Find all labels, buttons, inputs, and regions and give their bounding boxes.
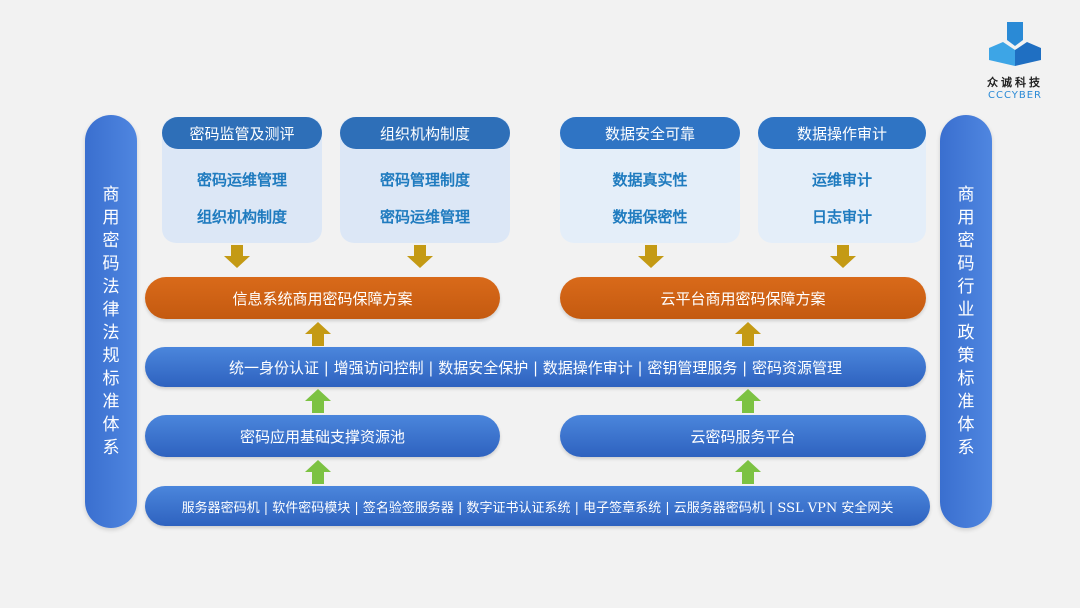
card-title: 数据安全可靠 (560, 117, 740, 149)
right-pillar-industry-standards: 商用密码行业政策标准体系 (940, 115, 992, 528)
cloud-crypto-platform: 云密码服务平台 (560, 415, 926, 457)
arrow-down-icon (638, 245, 664, 269)
card-crypto-supervision: 密码监管及测评 密码运维管理 组织机构制度 (162, 117, 322, 243)
card-item: 运维审计 (811, 171, 872, 189)
pillar-char: 体 (102, 414, 120, 435)
card-item: 密码运维管理 (196, 171, 287, 189)
pillar-char: 标 (102, 368, 120, 389)
arrow-up-icon (305, 389, 331, 413)
company-logo: 众诚科技 CCCYBER (972, 18, 1058, 104)
pillar-char: 商 (957, 184, 975, 205)
pillar-char: 法 (102, 276, 120, 297)
arrow-down-icon (407, 245, 433, 269)
card-title: 密码监管及测评 (162, 117, 322, 149)
arrow-up-icon (735, 322, 761, 346)
card-data-security: 数据安全可靠 数据真实性 数据保密性 (560, 117, 740, 243)
pillar-char: 法 (102, 322, 120, 343)
pillar-char: 标 (957, 368, 975, 389)
pillar-char: 体 (957, 414, 975, 435)
arrow-up-icon (305, 322, 331, 346)
pillar-char: 准 (957, 391, 975, 412)
card-title: 组织机构制度 (340, 117, 510, 149)
card-item: 日志审计 (811, 208, 872, 226)
logo-icon (989, 22, 1041, 66)
card-item: 数据真实性 (612, 171, 688, 189)
pillar-char: 策 (957, 345, 975, 366)
arrow-up-icon (305, 460, 331, 484)
left-pillar-law-standards: 商用密码法律法规标准体系 (85, 115, 137, 528)
card-item: 密码管理制度 (379, 171, 470, 189)
arrow-up-icon (735, 389, 761, 413)
arrow-down-icon (830, 245, 856, 269)
arrow-down-icon (224, 245, 250, 269)
cloud-platform-solution: 云平台商用密码保障方案 (560, 277, 926, 319)
pillar-char: 商 (102, 184, 120, 205)
pillar-char: 律 (102, 299, 120, 320)
logo-name-cn: 众诚科技 (987, 76, 1043, 89)
card-organization: 组织机构制度 密码管理制度 密码运维管理 (340, 117, 510, 243)
pillar-char: 码 (102, 253, 120, 274)
info-system-solution: 信息系统商用密码保障方案 (145, 277, 500, 319)
card-item: 组织机构制度 (196, 208, 287, 226)
card-item: 数据保密性 (612, 208, 688, 226)
pillar-char: 政 (957, 322, 975, 343)
pillar-char: 系 (102, 437, 120, 458)
card-item: 密码运维管理 (379, 208, 470, 226)
logo-name-en: CCCYBER (987, 90, 1042, 101)
pillar-char: 规 (102, 345, 120, 366)
resource-pool: 密码应用基础支撑资源池 (145, 415, 500, 457)
card-data-audit: 数据操作审计 运维审计 日志审计 (758, 117, 926, 243)
pillar-char: 准 (102, 391, 120, 412)
card-title: 数据操作审计 (758, 117, 926, 149)
pillar-char: 业 (957, 299, 975, 320)
pillar-char: 码 (957, 253, 975, 274)
pillar-char: 密 (957, 230, 975, 251)
pillar-char: 用 (102, 207, 120, 228)
services-bar: 统一身份认证 | 增强访问控制 | 数据安全保护 | 数据操作审计 | 密钥管理… (145, 347, 926, 387)
pillar-char: 系 (957, 437, 975, 458)
devices-bar: 服务器密码机 | 软件密码模块 | 签名验签服务器 | 数字证书认证系统 | 电… (145, 486, 930, 526)
pillar-char: 用 (957, 207, 975, 228)
pillar-char: 密 (102, 230, 120, 251)
arrow-up-icon (735, 460, 761, 484)
pillar-char: 行 (957, 276, 975, 297)
